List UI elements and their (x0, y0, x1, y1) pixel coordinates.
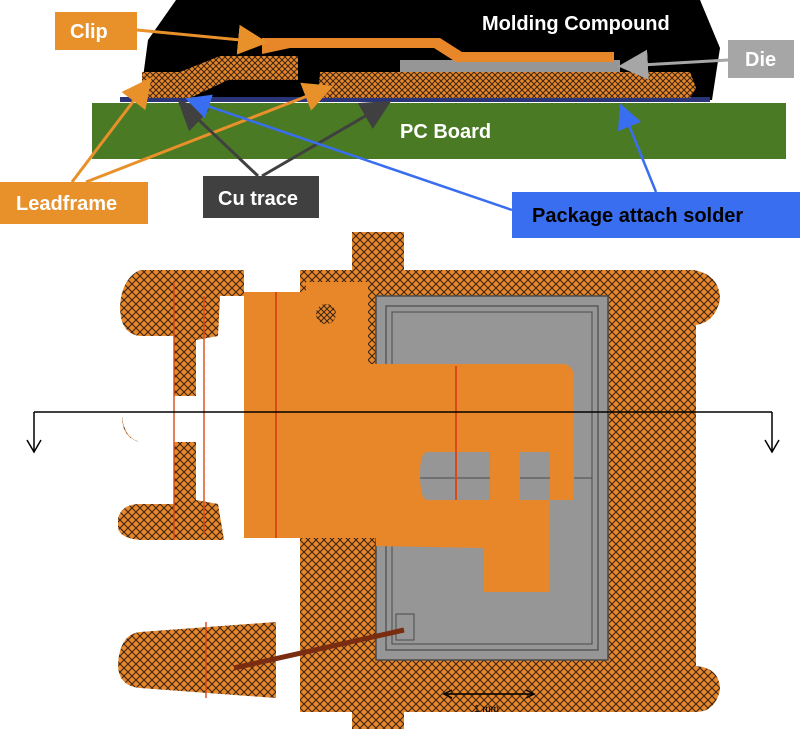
clip (262, 38, 614, 62)
section-arrow-right-icon (764, 439, 780, 454)
leadframe-paddle (318, 72, 696, 98)
section-arrow-left-icon (26, 439, 42, 454)
leadframe-callout-arrow-2 (85, 82, 334, 184)
cu-trace-callout-label: Cu trace (218, 188, 298, 210)
clip-hole (316, 304, 336, 324)
pc-board-label: PC Board (400, 121, 491, 143)
solder-callout-arrow-1 (185, 94, 513, 212)
die-corner-mark (395, 613, 415, 641)
clip-callout-box (55, 12, 137, 50)
scale-bar-label: 1 mm (474, 704, 499, 715)
bond-wire (233, 627, 405, 671)
leadframe-callout-label: Leadframe (16, 193, 117, 215)
leadframe-callout-arrow-1 (70, 77, 152, 183)
cross-section: PC Board Molding Compound (92, 0, 786, 159)
cu-trace-callout-box (203, 176, 319, 218)
die (400, 60, 620, 72)
solder-callout-label: Package attach solder (532, 205, 743, 227)
clip-top (244, 282, 574, 592)
molding-compound-label: Molding Compound (482, 13, 670, 35)
package-attach-solder (120, 97, 710, 102)
solder-callout-arrow-2 (617, 103, 658, 193)
clip-callout-arrow (136, 24, 268, 55)
scale-bar-right-arrow-icon (525, 689, 536, 699)
cu-trace-callout-arrow-2 (261, 100, 392, 178)
leadframe-left-leads (118, 270, 244, 540)
scale-bar-left-arrow-icon (442, 689, 453, 699)
leadframe-bottom-lead (118, 622, 276, 698)
die-callout-label: Die (745, 49, 776, 71)
clip-callout-label: Clip (70, 21, 108, 43)
callouts: Clip Die Leadframe Cu trace Package atta… (0, 12, 800, 238)
leadframe-callout-box (0, 182, 148, 224)
leadframe-left (142, 56, 298, 98)
die-callout-box (728, 40, 794, 78)
die-callout-arrow (618, 49, 729, 80)
solder-callout-box (512, 192, 800, 238)
top-view: 1 mm (26, 232, 780, 729)
